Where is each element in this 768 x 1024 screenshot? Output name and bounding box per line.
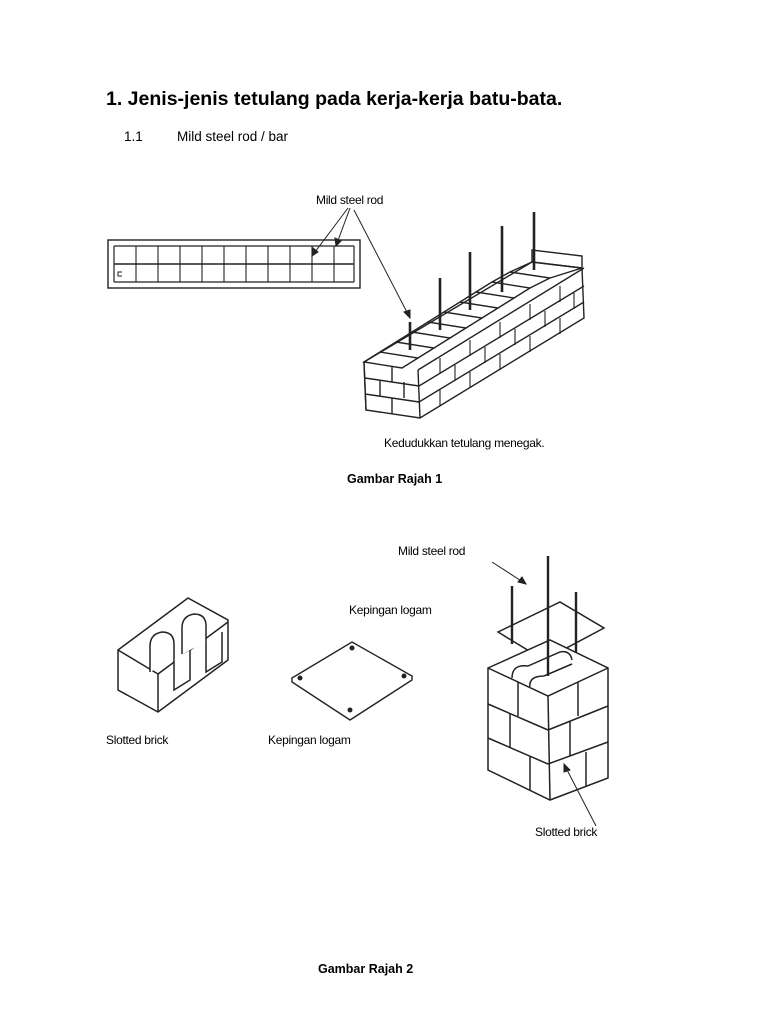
metal-plate-drawing [292,642,412,720]
figure-2-plate-label-bottom: Kepingan logam [268,733,351,747]
figure-2-caption: Gambar Rajah 2 [318,962,413,976]
slotted-brick-drawing [118,598,228,712]
figure-2-slotted-brick-label-right: Slotted brick [535,825,597,839]
plan-view-brick-course [108,240,360,288]
figure-1-position-label: Kedudukkan tetulang menegak. [384,436,544,450]
figure-1-rod-label: Mild steel rod [316,193,383,207]
figure-2-rod-label: Mild steel rod [398,544,465,558]
figure-2-plate-label-top: Kepingan logam [349,603,432,617]
figure-2-slotted-brick-label-left: Slotted brick [106,733,168,747]
figure-1-caption: Gambar Rajah 1 [347,472,442,486]
rod-leader-lines [312,208,410,318]
isometric-brick-wall [364,250,584,418]
